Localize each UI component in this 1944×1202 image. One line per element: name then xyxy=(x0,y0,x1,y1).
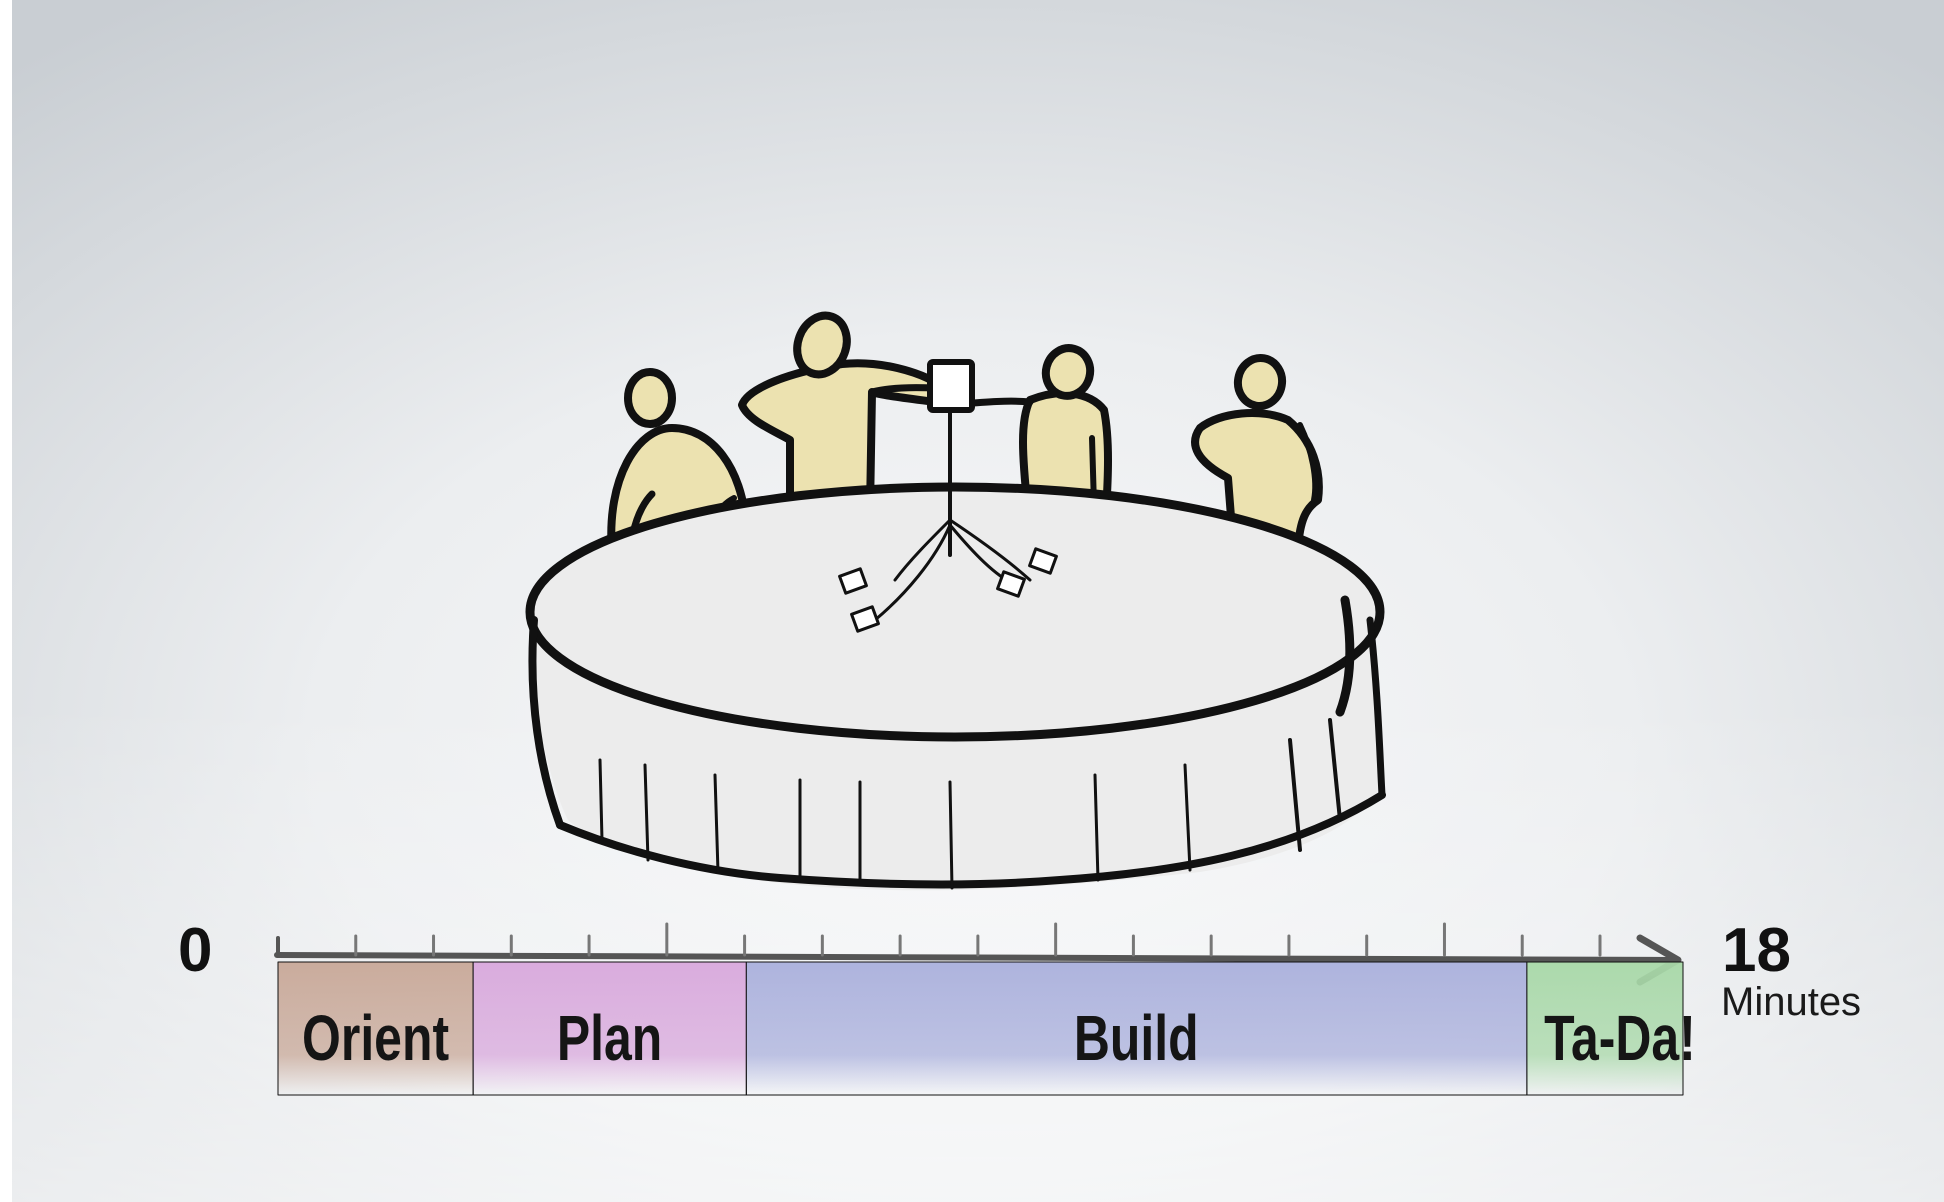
phase-band xyxy=(1526,961,1684,1096)
timeline-start-label: 0 xyxy=(178,916,213,985)
timeline-end-label: 18 xyxy=(1722,916,1791,985)
timeline-unit-label: Minutes xyxy=(1721,980,1862,1024)
phase-label: Build xyxy=(1074,1002,1199,1074)
phase-band xyxy=(277,961,474,1096)
round-table xyxy=(525,482,1386,891)
phase-band xyxy=(472,961,747,1096)
phase-label: Orient xyxy=(302,1002,450,1074)
person-center-right xyxy=(956,344,1112,516)
person-center-left xyxy=(738,311,964,516)
phase-band xyxy=(745,961,1528,1096)
phase-label: Plan xyxy=(557,1002,663,1074)
tablet-on-stand xyxy=(838,359,1058,633)
timeline-axis xyxy=(274,922,1682,986)
phase-label: Ta-Da! xyxy=(1544,1002,1696,1074)
